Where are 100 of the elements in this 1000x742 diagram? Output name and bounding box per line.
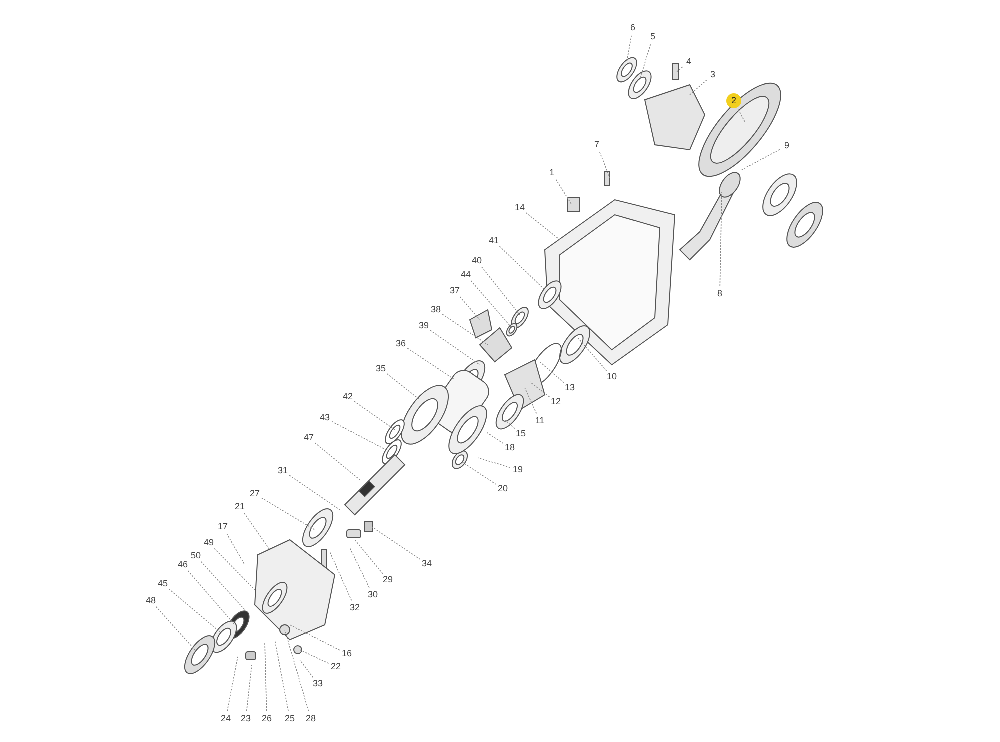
callout-number: 7 [594, 140, 600, 150]
callout-number: 20 [497, 484, 509, 494]
callout-number: 50 [190, 550, 202, 562]
callout-number: 34 [421, 558, 433, 570]
callout-number: 16 [341, 648, 353, 660]
callout-number: 44 [460, 270, 472, 280]
leader-line [442, 314, 488, 346]
leader-line [600, 152, 610, 178]
callout-number: 39 [418, 320, 430, 332]
leader-line [742, 149, 780, 170]
leader-line [330, 552, 352, 602]
callout-number: 5 [650, 32, 656, 42]
leader-line [284, 630, 310, 712]
callout-number: 10 [606, 372, 618, 382]
callout-number: 38 [430, 304, 442, 316]
callout-number: 3 [710, 70, 716, 80]
leader-line [300, 660, 314, 678]
leader-line [530, 382, 550, 398]
callout-number: 25 [284, 714, 296, 724]
leader-line [290, 624, 340, 651]
leader-line [314, 442, 360, 480]
leader-line [354, 401, 396, 430]
leader-line [264, 642, 268, 712]
callout-number: 4 [686, 56, 692, 68]
leader-line [289, 475, 340, 510]
leader-line [504, 420, 516, 430]
leader-line [499, 246, 546, 290]
leader-line [332, 421, 390, 452]
callout-number: 21 [234, 502, 246, 512]
callout-number: 12 [550, 396, 562, 408]
callout-number: 18 [504, 442, 516, 454]
callout-number: 49 [203, 538, 215, 548]
callout-number: 6 [630, 22, 636, 34]
callout-number: 45 [157, 578, 169, 590]
leader-line [200, 562, 246, 610]
callout-number: 24 [220, 714, 232, 724]
callout-number: 11 [534, 416, 546, 426]
leader-line [478, 458, 511, 468]
callout-number: 23 [240, 714, 252, 724]
leader-line [156, 606, 196, 650]
callout-number: 41 [488, 236, 500, 246]
leader-line [578, 338, 608, 372]
callout-number: 47 [303, 432, 315, 444]
callout-number: 2 [726, 94, 742, 108]
callout-number: 31 [277, 466, 289, 476]
callout-number: 22 [330, 662, 342, 672]
callout-number: 35 [375, 364, 387, 374]
callout-number: 40 [471, 256, 483, 266]
callout-number: 33 [312, 678, 324, 690]
callout-number: 43 [319, 412, 331, 424]
leader-line [354, 540, 384, 574]
leader-line [470, 280, 512, 328]
leader-line [300, 650, 330, 664]
leader-line [526, 212, 560, 240]
callout-number: 1 [548, 168, 556, 178]
leader-line [350, 548, 370, 588]
leader-line [261, 498, 316, 530]
callout-number: 37 [449, 286, 461, 296]
leader-line [407, 348, 456, 380]
leader-line [486, 432, 504, 444]
callout-number: 42 [342, 392, 354, 402]
leader-line [524, 388, 538, 414]
leader-line [188, 570, 236, 626]
leader-line [690, 80, 708, 96]
leader-line [386, 374, 420, 400]
callout-number: 28 [305, 714, 317, 724]
callout-number: 19 [512, 464, 524, 476]
callout-number: 8 [716, 288, 724, 300]
callout-number: 48 [145, 596, 157, 606]
leader-line [460, 296, 480, 320]
leader-line [540, 362, 564, 384]
callout-number: 13 [564, 382, 576, 394]
callout-number: 14 [514, 202, 526, 214]
leader-line [738, 109, 746, 122]
leader-line [372, 526, 421, 560]
leader-line [462, 462, 497, 485]
leader-line [227, 656, 238, 712]
callout-number: 32 [349, 602, 361, 614]
leader-line [226, 534, 246, 566]
callout-number: 9 [784, 140, 790, 152]
leader-line [214, 548, 256, 590]
callout-number: 27 [249, 488, 261, 500]
callout-number: 29 [382, 574, 394, 586]
callout-number: 15 [515, 428, 527, 440]
leader-line [640, 44, 652, 80]
leader-line [556, 179, 572, 206]
callout-number: 26 [261, 714, 273, 724]
leader-line [676, 66, 684, 72]
callout-number: 30 [367, 590, 379, 600]
leader-line [430, 330, 480, 366]
leader-line [720, 192, 722, 286]
leader-line [626, 35, 632, 62]
leader-line [482, 266, 520, 316]
leader-line [168, 588, 220, 632]
callout-number: 36 [395, 338, 407, 350]
callout-number: 17 [217, 522, 229, 532]
callout-number: 46 [177, 560, 189, 570]
leader-line [274, 640, 289, 712]
leader-line [246, 664, 252, 712]
leader-line [244, 513, 270, 550]
